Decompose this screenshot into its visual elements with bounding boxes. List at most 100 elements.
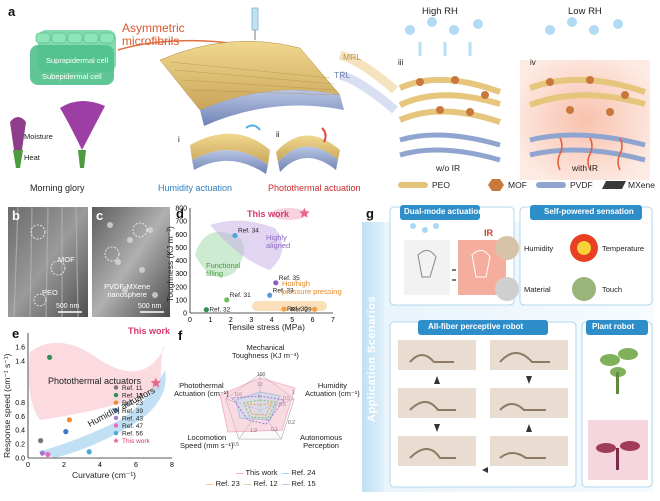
- e-photo-region-label: Photothermal actuators: [48, 376, 142, 386]
- d-point: [281, 306, 287, 312]
- b-scale-label: 500 nm: [56, 303, 80, 310]
- f-axis-3-l1: Locomotion: [187, 433, 227, 442]
- ir-label: IR: [484, 228, 493, 238]
- radar-ref24: [235, 391, 281, 421]
- self-powered-title: Self-powered sensation: [544, 207, 634, 216]
- e-point: [66, 417, 72, 423]
- c-scale-label: 500 nm: [138, 303, 162, 310]
- b-mof-label: MOF: [58, 255, 75, 264]
- e-point: [45, 451, 51, 458]
- c-pvdf-line-2: nanosphere: [107, 290, 147, 300]
- region-aligned: [210, 220, 283, 270]
- f-legend-2: Ref. 23: [215, 479, 240, 488]
- e-legend-label: Ref. 47: [122, 423, 143, 430]
- d-hot-2: pressure pressing: [282, 286, 342, 296]
- d-point: [224, 297, 230, 303]
- d-aligned-2: aligned: [266, 240, 291, 250]
- trl-band: [338, 70, 398, 114]
- f-axis-locomotion: Locomotion Speed (mm s⁻¹): [180, 434, 234, 450]
- radar-tick-label: 0.5: [283, 396, 290, 402]
- region-this-work: [271, 208, 307, 220]
- d-functional-1: Functional: [206, 261, 241, 270]
- e-ytick: 1.6: [15, 344, 25, 351]
- e-point: [86, 449, 92, 455]
- legend-mof: MOF: [508, 180, 527, 190]
- fiber-network-high-rh: [398, 17, 502, 163]
- panel-label-d: d: [176, 206, 184, 221]
- legend-swatch-pvdf: [536, 182, 566, 188]
- d-xtick: 0: [188, 317, 192, 324]
- d-functional-label: Functional filling: [206, 262, 241, 278]
- d-point-label: Ref. 30: [287, 306, 308, 313]
- e-ytick: 0.2: [15, 442, 25, 449]
- plant-robot-header: [586, 320, 648, 335]
- a-moisture-label: Moisture: [24, 132, 53, 141]
- d-xtick: 4: [270, 317, 274, 324]
- asym-label: Asymmetric microfibrils: [122, 22, 185, 47]
- wo-ir-label: w/o IR: [436, 163, 461, 173]
- d-point-label: Ref. 34: [238, 228, 259, 235]
- photothermal-actuation-film: [276, 127, 340, 172]
- d-ytick: 0: [183, 311, 187, 318]
- region-humidity: [38, 370, 166, 458]
- e-legend-marker: [113, 392, 119, 398]
- d-xtick: 1: [208, 317, 212, 324]
- d-point: [312, 306, 318, 312]
- f-axis-1-l1: Humidity: [317, 381, 347, 390]
- legend-mxene: MXene: [628, 180, 655, 190]
- e-this-work: This work: [128, 326, 171, 336]
- d-ylabel: Toughness (KJ m⁻³): [165, 226, 175, 302]
- radar-ref23: [247, 402, 273, 416]
- d-hot-1: Hot/high: [282, 279, 310, 288]
- e-ytick: 1.4: [15, 358, 25, 365]
- humidity-photo: [404, 240, 450, 295]
- d-ytick: 100: [175, 297, 187, 304]
- f-axis-0-l1: Mechanical: [246, 343, 285, 352]
- e-legend-label: Ref. 23: [122, 400, 143, 407]
- d-xtick: 3: [249, 317, 253, 324]
- e-legend-marker: [113, 400, 119, 405]
- roman-iii: iii: [398, 58, 404, 67]
- d-xtick: 6: [311, 317, 315, 324]
- d-xtick: 7: [331, 317, 335, 324]
- open-flower-icon: [60, 100, 105, 168]
- panel-label-c: c: [96, 208, 104, 223]
- d-point-label: Ref. 31: [230, 292, 251, 299]
- d-point: [203, 307, 209, 313]
- low-rh-label: Low RH: [568, 6, 602, 17]
- touch-sensor-label: Touch: [602, 285, 623, 294]
- f-axis-0-l2: Toughness (KJ m⁻³): [232, 350, 299, 360]
- region-hot-pressing: [252, 301, 327, 311]
- d-point-label: Ref. 32: [209, 307, 230, 314]
- panel-label-a: a: [8, 4, 16, 19]
- high-rh-label: High RH: [422, 6, 458, 17]
- e-ytick: 0.6: [15, 414, 25, 421]
- asym-line-1: Asymmetric: [122, 21, 185, 35]
- touch-sensor-photo: [572, 277, 596, 301]
- panel-label-b: b: [12, 208, 20, 223]
- radar-tick-label: 0.1: [271, 427, 278, 433]
- radar-tick-label: 1.9: [250, 428, 257, 434]
- asym-line-2: microfibrils: [122, 33, 180, 48]
- radar-spoke: [238, 409, 261, 440]
- self-powered-header: [530, 205, 642, 220]
- d-functional-2: filling: [206, 268, 224, 278]
- e-legend-label: Ref. 43: [122, 415, 143, 422]
- f-legend-1: Ref. 24: [291, 468, 316, 477]
- e-point: [38, 438, 44, 444]
- e-xtick: 2: [62, 462, 66, 469]
- d-ytick: 800: [175, 206, 187, 213]
- radar-tick-label: 0.6: [235, 392, 242, 398]
- f-legend-0: This work: [245, 468, 278, 477]
- e-legend-marker: [113, 408, 119, 413]
- all-fiber-header: [418, 320, 548, 335]
- d-point-label: Ref. 29: [291, 306, 312, 313]
- c-pvdf-line-1: PVDF-MXene: [104, 282, 151, 291]
- panel-a-legend: [398, 179, 626, 191]
- d-xtick: 2: [229, 317, 233, 324]
- e-legend-marker: [113, 415, 119, 421]
